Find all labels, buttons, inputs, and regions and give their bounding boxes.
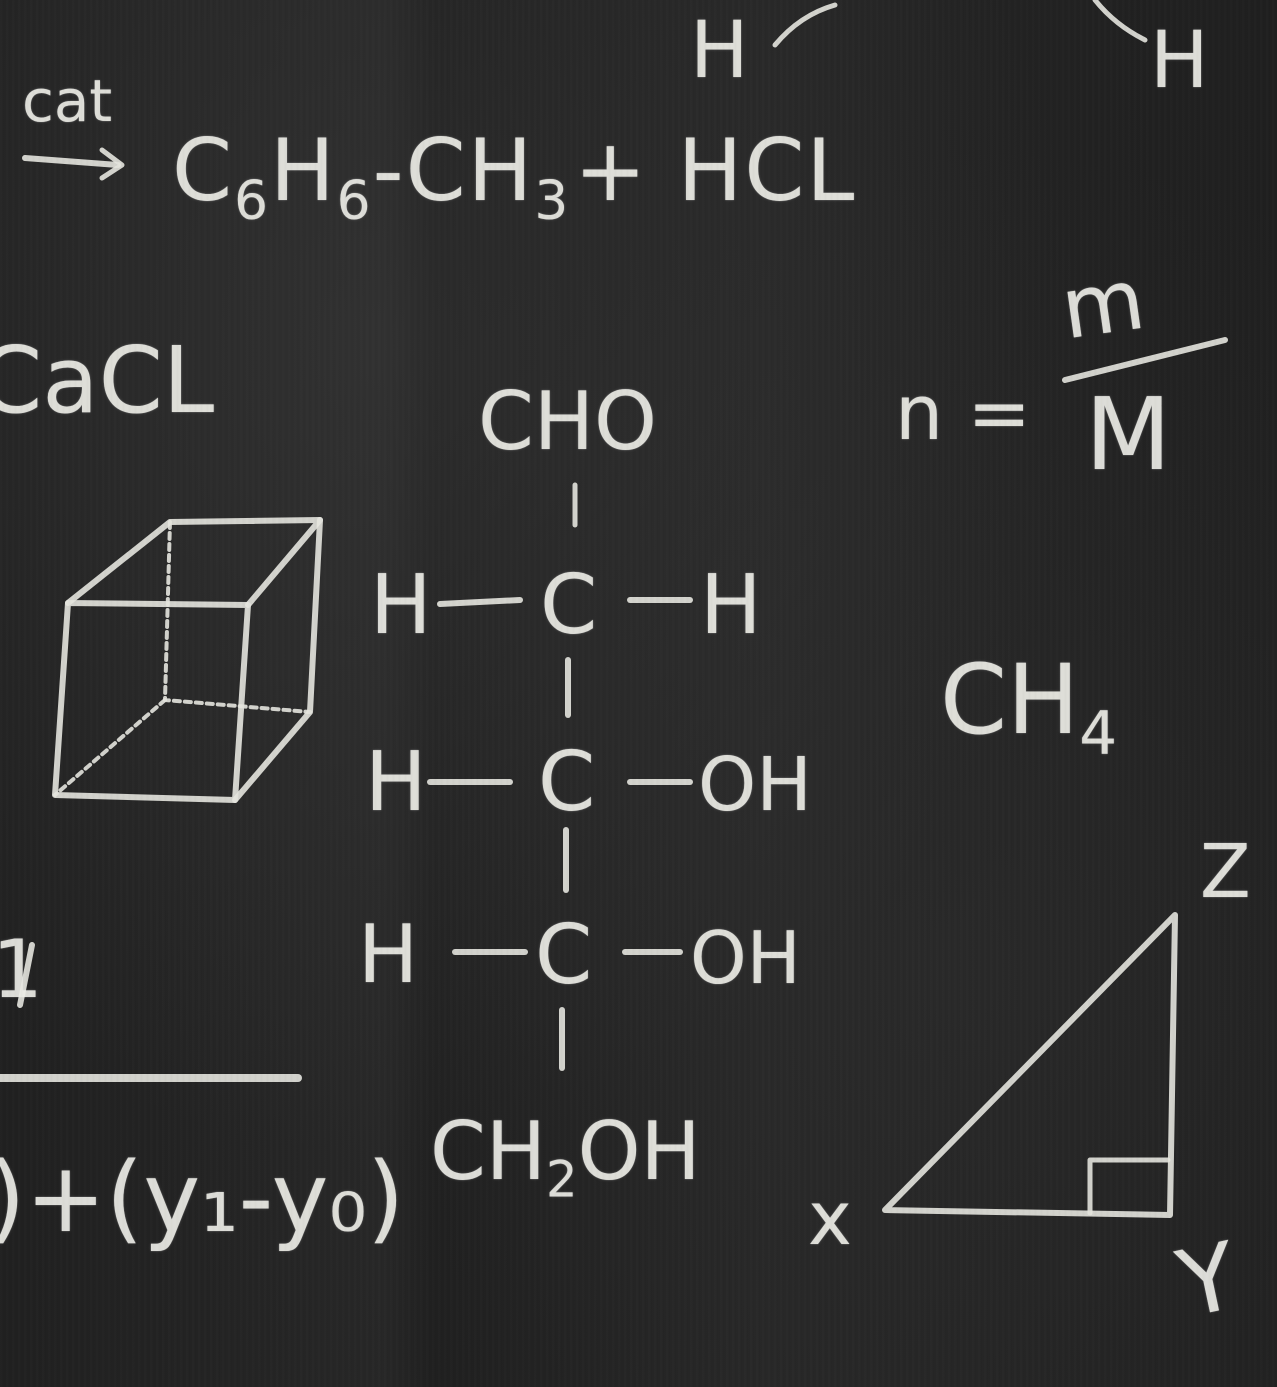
glucose-row2-right: OH <box>698 742 812 828</box>
methane-ch: CH <box>940 644 1080 756</box>
reaction-c-sub: 6 <box>234 169 270 232</box>
reaction-equation: C6H6-CH3+ HCL <box>172 128 856 228</box>
reaction-ch-sub: 3 <box>534 169 571 232</box>
right-triangle-drawing <box>882 912 1178 1218</box>
glucose-row2-left: H <box>365 735 427 830</box>
glucose-row3-right: OH <box>690 916 801 1000</box>
top-bond-right <box>1092 0 1148 43</box>
cat-arrow-head <box>99 147 125 181</box>
glucose-row2-center: C <box>538 735 596 830</box>
methane-formula: CH4 <box>940 652 1117 764</box>
top-bond-left <box>772 2 838 48</box>
left-fraction-partial: 1 <box>0 923 43 1016</box>
top-hydrogen-left: H <box>690 6 749 96</box>
reaction-ch: -CH <box>372 121 535 221</box>
reaction-h: H <box>269 121 337 221</box>
triangle-x-label: x <box>808 1176 852 1262</box>
reaction-c: C <box>172 121 235 221</box>
cube-drawing <box>52 517 323 803</box>
distance-prefix: )+ <box>0 1142 106 1254</box>
glucose-row1-center: C <box>540 558 598 653</box>
reaction-rest: + HCL <box>574 121 857 221</box>
glucose-ch2oh: CH2OH <box>430 1112 701 1205</box>
glucose-bottom-oh: OH <box>577 1105 701 1198</box>
n-formula-numerator: m <box>1055 249 1151 359</box>
glucose-row1-left: H <box>370 558 432 653</box>
reaction-h-sub: 6 <box>336 169 373 232</box>
cat-arrow <box>22 155 121 168</box>
n-formula-denominator: M <box>1085 376 1172 493</box>
glucose-row3-center: C <box>535 908 593 1003</box>
glucose-row3-left: H <box>358 908 419 1001</box>
glucose-cho: CHO <box>478 375 657 468</box>
glucose-bonds <box>427 482 693 1071</box>
glucose-bottom-ch: CH <box>430 1105 547 1198</box>
fraction-bar <box>1062 337 1228 383</box>
n-formula-lhs: n = <box>895 368 1032 457</box>
distance-formula: )+(y₁-y₀) <box>0 1150 404 1246</box>
top-hydrogen-right: H <box>1150 16 1209 106</box>
methane-sub: 4 <box>1079 699 1118 769</box>
left-edge-stroke <box>17 942 35 1008</box>
glucose-bottom-sub: 2 <box>546 1150 578 1209</box>
triangle-z-label: Z <box>1200 829 1251 915</box>
distance-term: (y₁-y₀) <box>105 1142 405 1254</box>
cacl-formula: CaCL <box>0 327 215 434</box>
cat-label: cat <box>22 67 113 135</box>
glucose-row1-right: H <box>700 558 762 653</box>
